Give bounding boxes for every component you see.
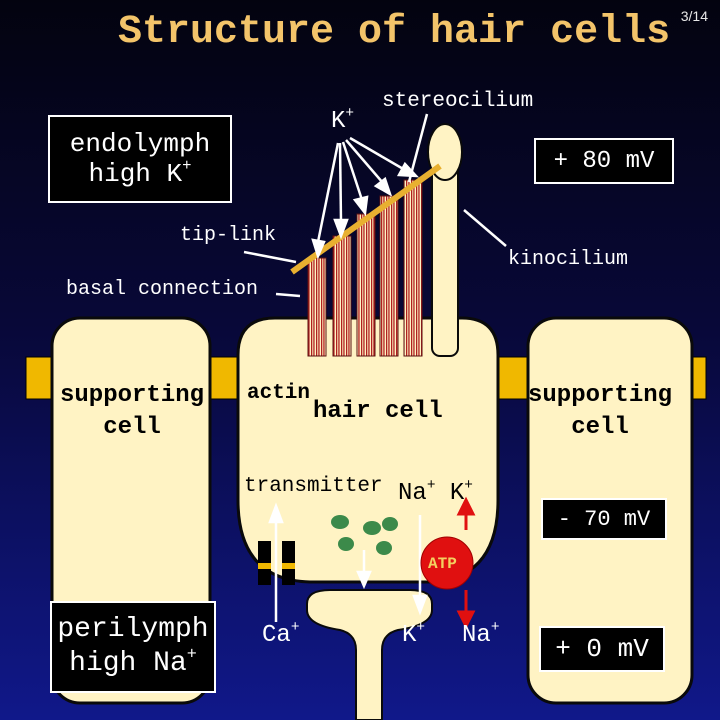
intracellular-ions-label: Na+ K+ (398, 477, 473, 507)
calcium-channel (258, 541, 295, 585)
stereocilium-5 (403, 179, 423, 357)
stereocilium-4 (379, 195, 399, 357)
potential-cell: - 70 mV (557, 506, 651, 532)
transmitter-arrow (356, 550, 372, 590)
endolymph-box: endolymph high K+ (48, 115, 232, 203)
potential-endolymph-box: + 80 mV (534, 138, 674, 184)
kinocilium-label: kinocilium (508, 248, 629, 271)
k-out-label: K+ (402, 619, 426, 649)
potential-endolymph: + 80 mV (553, 147, 655, 175)
stereocilium-label: stereocilium (382, 90, 534, 113)
transmitter-label: transmitter (244, 475, 383, 498)
stereocilium-leader (407, 113, 429, 183)
kinocilium-leader (463, 209, 507, 247)
atp-pump (420, 536, 474, 590)
stereocilium-1 (307, 257, 327, 357)
tip-link-leader (243, 250, 297, 264)
potential-perilymph-box: + 0 mV (539, 626, 665, 672)
endolymph-label: endolymph (69, 129, 211, 159)
basal-connection-leader (275, 292, 301, 298)
stereocilium-2 (332, 235, 352, 357)
hair-cell-label: hair cell (313, 398, 443, 425)
actin-label: actin (247, 382, 311, 405)
basal-connection-label: basal connection (66, 278, 259, 301)
k-ion-top-label: K+ (331, 105, 355, 135)
synaptic-vesicles (331, 515, 398, 555)
k-entry-arrows (311, 136, 420, 260)
potential-perilymph: + 0 mV (555, 634, 649, 664)
page-title: Structure of hair cells (118, 10, 671, 55)
supporting-cell-right-label: supporting cell (528, 382, 673, 441)
calcium-label: Ca+ (262, 619, 300, 649)
potential-cell-box: - 70 mV (541, 498, 667, 540)
perilymph-box: perilymph high Na+ (50, 601, 216, 693)
supporting-cell-left-label: supporting cell (59, 382, 205, 441)
endolymph-concentration: high K (88, 159, 183, 189)
na-k-pump-arrows (456, 496, 476, 630)
na-out-label: Na+ (462, 619, 500, 649)
perilymph-label: perilymph (57, 614, 209, 645)
atp-label: ATP (428, 555, 457, 573)
stereocilium-3 (356, 213, 376, 357)
page-number: 3/14 (680, 8, 708, 24)
perilymph-concentration: high Na (69, 648, 187, 679)
nerve-terminal (306, 589, 433, 720)
calcium-arrow (268, 502, 284, 622)
tip-link-label: tip-link (180, 224, 277, 247)
k-exit-arrow (412, 515, 428, 616)
